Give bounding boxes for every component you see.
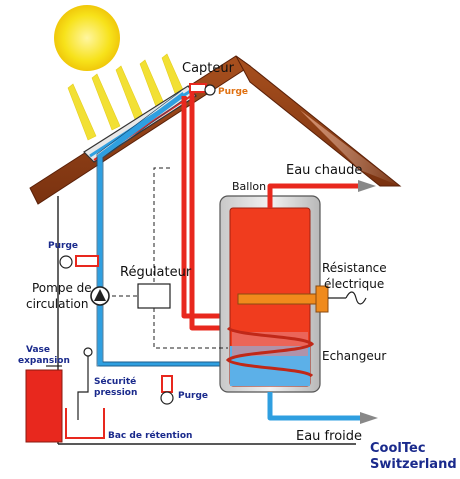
label-purge-bottom: Purge bbox=[178, 391, 208, 401]
hot-water-outlet bbox=[267, 183, 358, 208]
label-pompe-1: Pompe de bbox=[32, 281, 92, 295]
hot-pipes bbox=[181, 88, 228, 331]
heat-exchanger-coil bbox=[225, 326, 315, 378]
ac-power-icon bbox=[345, 291, 367, 305]
label-ballon: Ballon bbox=[232, 180, 266, 193]
regulator bbox=[137, 283, 171, 309]
electric-heater bbox=[237, 285, 367, 313]
label-echangeur: Echangeur bbox=[322, 349, 386, 363]
cold-water-arrow-icon bbox=[360, 412, 378, 424]
label-capteur: Capteur bbox=[182, 61, 235, 76]
brand-line2: Switzerland bbox=[370, 457, 457, 472]
sun-icon bbox=[54, 5, 120, 71]
label-vase-1: Vase bbox=[26, 345, 50, 355]
label-purge-left: Purge bbox=[48, 241, 78, 251]
retention-tray bbox=[65, 408, 105, 439]
label-securite-1: Sécurité bbox=[94, 376, 136, 387]
label-resistance-1: Résistance bbox=[322, 261, 387, 275]
pump-triangle-icon bbox=[94, 289, 106, 301]
label-pompe-2: circulation bbox=[26, 297, 88, 311]
label-securite-2: pression bbox=[94, 388, 137, 398]
brand-line1: CoolTec bbox=[370, 441, 426, 456]
label-eau-froide: Eau froide bbox=[296, 429, 362, 444]
purge-valve-left bbox=[59, 255, 99, 269]
label-vase-2: expansion bbox=[18, 356, 70, 366]
regulator-sensor-lines bbox=[112, 167, 228, 349]
cold-water-inlet bbox=[267, 392, 360, 421]
pressure-safety-valve bbox=[77, 347, 93, 420]
purge-valve-top bbox=[189, 83, 216, 96]
label-bac: Bac de rétention bbox=[108, 430, 192, 441]
label-regulateur: Régulateur bbox=[120, 265, 192, 280]
label-eau-chaude: Eau chaude bbox=[286, 163, 362, 178]
circulation-pump bbox=[90, 286, 110, 306]
label-resistance-2: électrique bbox=[324, 277, 384, 291]
label-purge-top: Purge bbox=[218, 87, 248, 97]
hot-water-arrow-icon bbox=[358, 180, 376, 192]
purge-valve-bottom bbox=[160, 375, 174, 405]
expansion-vessel bbox=[25, 365, 63, 443]
sun-rays bbox=[67, 53, 185, 141]
